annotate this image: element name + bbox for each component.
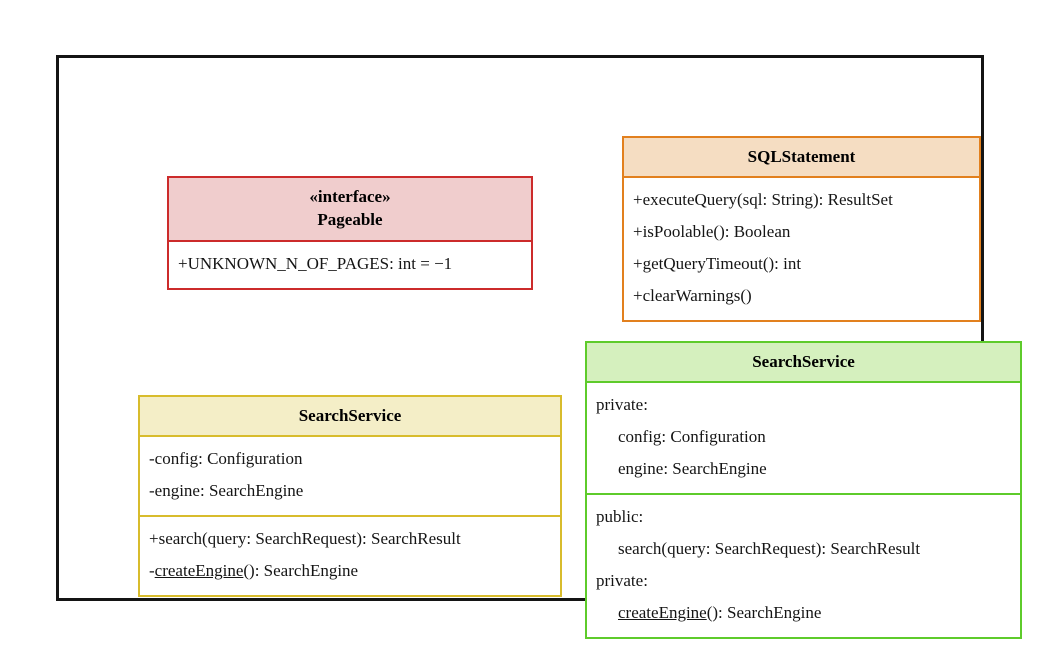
operation-row: +clearWarnings() <box>633 286 752 306</box>
compartment-attributes: private: config: Configuration engine: S… <box>587 383 1020 493</box>
visibility-label: private: <box>596 571 648 591</box>
operation-row: +isPoolable(): Boolean <box>633 222 791 242</box>
attribute-row: -config: Configuration <box>149 449 303 469</box>
operation-signature-tail: (): SearchEngine <box>706 603 822 623</box>
class-name: SearchService <box>298 406 402 425</box>
compartment-attributes: -config: Configuration -engine: SearchEn… <box>140 437 560 515</box>
attribute-row: -engine: SearchEngine <box>149 481 304 501</box>
static-method-name: createEngine <box>618 603 707 623</box>
class-header-searchservice-uml: SearchService <box>140 397 560 438</box>
class-name: Pageable <box>317 210 383 230</box>
compartment-operations: +executeQuery(sql: String): ResultSet +i… <box>624 178 979 320</box>
attribute-row: engine: SearchEngine <box>618 459 767 479</box>
diagram-frame: «interface» Pageable +UNKNOWN_N_OF_PAGES… <box>56 55 1022 640</box>
class-stereotype: «interface» <box>309 187 391 206</box>
class-box-searchservice-uml[interactable]: SearchService -config: Configuration -en… <box>138 395 562 598</box>
static-method-name: createEngine <box>154 561 244 581</box>
attribute-row: config: Configuration <box>618 427 766 447</box>
attribute-row: +UNKNOWN_N_OF_PAGES: int = −1 <box>178 253 453 273</box>
operation-row-static: -createEngine(): SearchEngine <box>140 555 560 587</box>
visibility-label: private: <box>596 395 648 415</box>
visibility-label: public: <box>596 507 644 527</box>
visibility-marker: - <box>149 561 155 581</box>
operation-signature-tail: (): SearchEngine <box>243 561 359 581</box>
operation-row: +getQueryTimeout(): int <box>633 254 802 274</box>
operation-row: +search(query: SearchRequest): SearchRes… <box>149 529 461 549</box>
class-box-searchservice-cpp[interactable]: SearchService private: config: Configura… <box>585 341 1022 640</box>
class-name: SearchService <box>752 352 855 371</box>
class-header-sqlstatement: SQLStatement <box>624 138 979 179</box>
operation-row: search(query: SearchRequest): SearchResu… <box>618 539 921 559</box>
class-box-sqlstatement[interactable]: SQLStatement +executeQuery(sql: String):… <box>622 136 981 323</box>
class-header-pageable: «interface» Pageable <box>169 178 531 242</box>
class-name: SQLStatement <box>747 147 856 166</box>
class-box-pageable[interactable]: «interface» Pageable +UNKNOWN_N_OF_PAGES… <box>167 176 533 290</box>
operation-row-static: createEngine(): SearchEngine <box>587 597 1020 629</box>
compartment-operations: public: search(query: SearchRequest): Se… <box>587 493 1020 637</box>
compartment-operations: +search(query: SearchRequest): SearchRes… <box>140 515 560 595</box>
compartment-attributes: +UNKNOWN_N_OF_PAGES: int = −1 <box>169 242 531 288</box>
operation-row: +executeQuery(sql: String): ResultSet <box>633 190 893 210</box>
class-header-searchservice-cpp: SearchService <box>587 343 1020 384</box>
